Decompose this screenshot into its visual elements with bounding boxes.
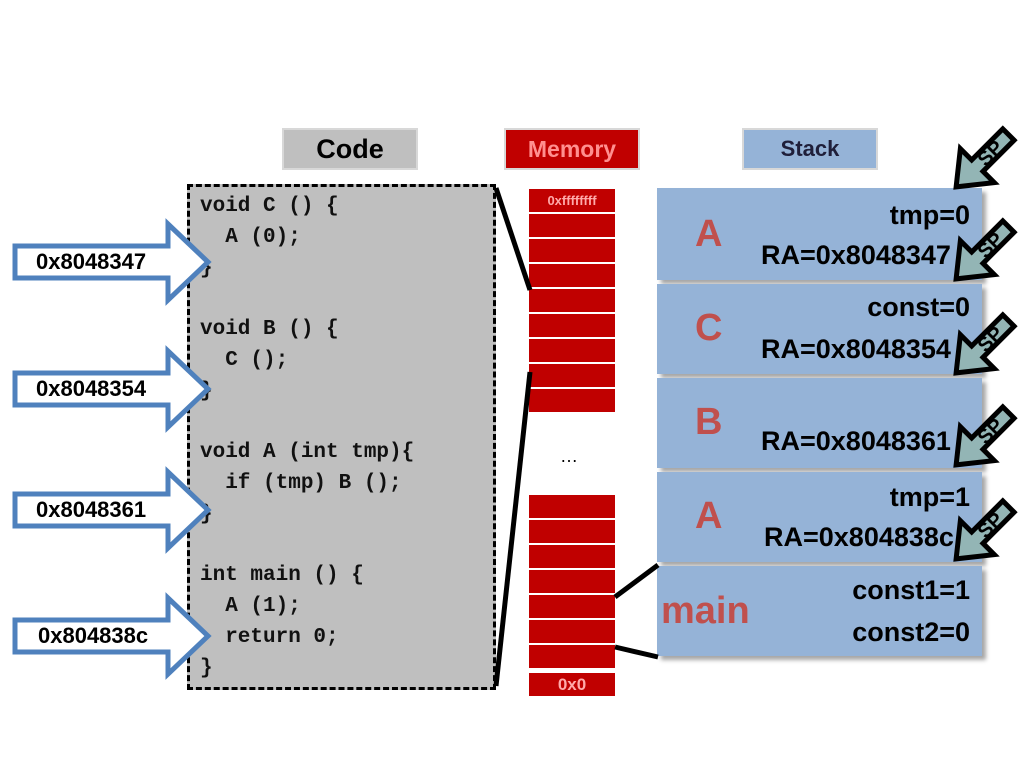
code-panel: void C () { A (0); } void B () { C (); }… xyxy=(187,184,496,690)
frame-name: A xyxy=(695,213,723,255)
return-address-label: 0x8048354 xyxy=(36,376,147,401)
stack-frame-a-inner: A tmp=0 RA=0x8048347 xyxy=(657,188,982,280)
code-header: Code xyxy=(282,128,418,170)
code-line: void A (int tmp){ xyxy=(200,441,415,464)
sp-arrow: SP xyxy=(939,210,1024,296)
frame-value: const2=0 xyxy=(852,617,970,647)
stack-frame-b: B RA=0x8048361 xyxy=(657,378,982,468)
memory-cell xyxy=(529,339,615,364)
frame-name: B xyxy=(695,401,723,443)
memory-cell xyxy=(529,264,615,289)
sp-arrow: SP xyxy=(939,304,1024,390)
sp-arrow: SP xyxy=(939,118,1024,204)
frame-value: tmp=1 xyxy=(889,482,970,512)
frame-return-address: RA=0x8048354 xyxy=(761,334,951,364)
return-address-arrow xyxy=(12,592,212,680)
code-line: } xyxy=(200,657,213,680)
frame-name: main xyxy=(661,590,750,632)
frame-name: A xyxy=(695,495,723,537)
connector-line xyxy=(493,371,533,687)
memory-cell xyxy=(529,314,615,339)
memory-cell xyxy=(529,239,615,264)
return-address-arrow xyxy=(12,218,212,306)
code-line: C (); xyxy=(200,349,289,372)
stack-frame-c: C const=0 RA=0x8048354 xyxy=(657,284,982,374)
return-address-label: 0x8048361 xyxy=(36,497,147,522)
frame-return-address: RA=0x8048347 xyxy=(761,240,951,270)
connector-line xyxy=(613,562,660,600)
memory-cell-bottom: 0x0 xyxy=(529,673,615,698)
memory-cell xyxy=(529,595,615,620)
code-line: if (tmp) B (); xyxy=(200,472,402,495)
frame-value: tmp=0 xyxy=(889,200,970,230)
stack-frame-main: main const1=1 const2=0 xyxy=(657,566,982,656)
code-line: void B () { xyxy=(200,318,339,341)
sp-arrow: SP xyxy=(939,490,1024,576)
memory-cell xyxy=(529,545,615,570)
frame-return-address: RA=0x804838c xyxy=(764,522,954,552)
memory-header: Memory xyxy=(504,128,640,170)
memory-gap: … xyxy=(560,446,578,466)
return-address-label: 0x804838c xyxy=(38,623,149,648)
return-address-arrow xyxy=(12,466,212,554)
connector-line xyxy=(493,187,533,291)
connector-line xyxy=(614,644,659,660)
memory-cell xyxy=(529,570,615,595)
return-address-label: 0x8048347 xyxy=(36,249,147,274)
code-line: A (1); xyxy=(200,595,301,618)
memory-cell xyxy=(529,389,615,414)
code-line: return 0; xyxy=(200,626,339,649)
sp-arrow: SP xyxy=(939,396,1024,482)
memory-cell xyxy=(529,620,615,645)
memory-cell xyxy=(529,289,615,314)
code-line: int main () { xyxy=(200,564,364,587)
stack-header: Stack xyxy=(742,128,878,170)
memory-cell xyxy=(529,645,615,670)
memory-cell xyxy=(529,214,615,239)
frame-value: const1=1 xyxy=(852,575,970,605)
code-line: void C () { xyxy=(200,195,339,218)
stack-frame-a-outer: A tmp=1 RA=0x804838c xyxy=(657,472,982,562)
memory-cell xyxy=(529,495,615,520)
frame-value: const=0 xyxy=(867,292,970,322)
frame-return-address: RA=0x8048361 xyxy=(761,426,951,456)
memory-cell xyxy=(529,364,615,389)
memory-cell-top: 0xffffffff xyxy=(529,189,615,214)
return-address-arrow xyxy=(12,345,212,433)
code-line: A (0); xyxy=(200,226,301,249)
frame-name: C xyxy=(695,307,723,349)
memory-cell xyxy=(529,520,615,545)
